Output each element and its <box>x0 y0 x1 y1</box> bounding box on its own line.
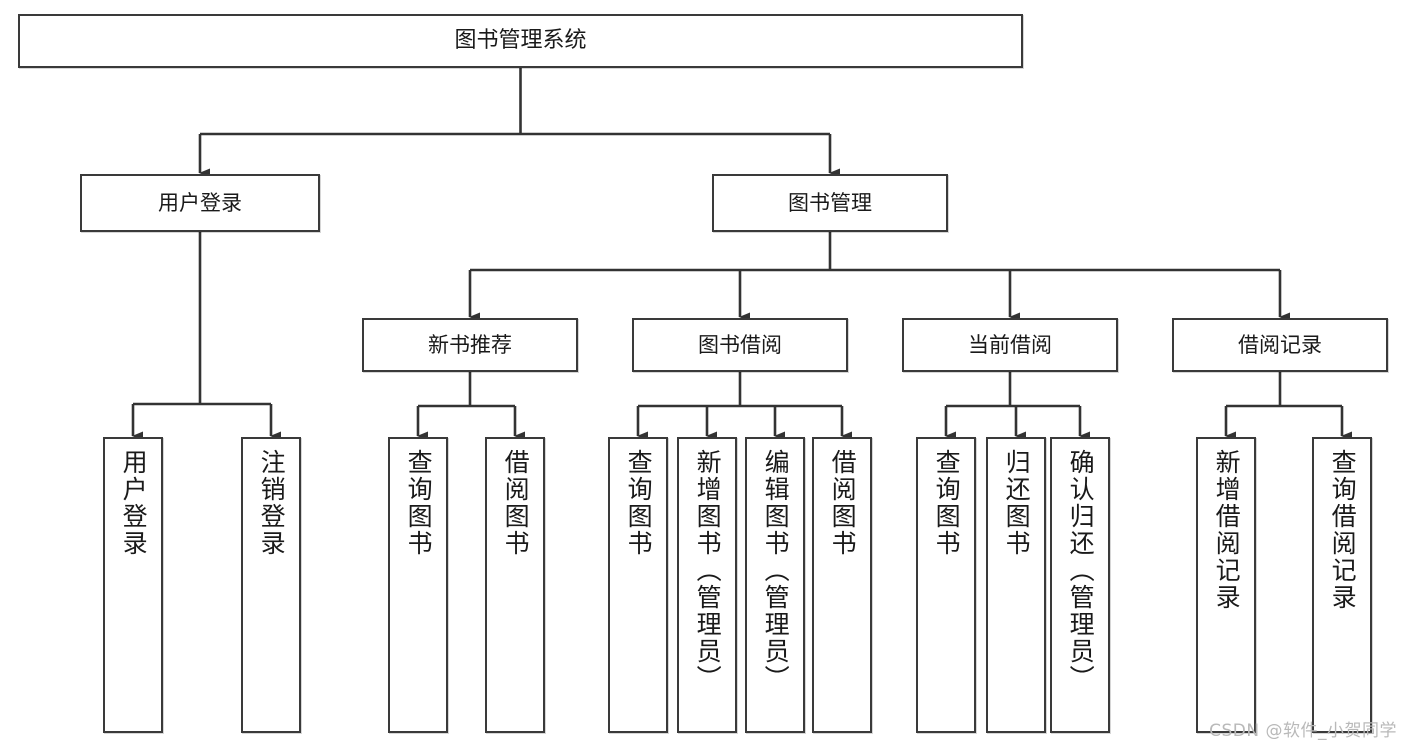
node-label: 查询图书 <box>932 449 962 557</box>
node-box-newbook[interactable]: 新书推荐 <box>362 318 578 372</box>
node-box-login[interactable]: 用户登录 <box>80 174 320 232</box>
node-label: 查询借阅记录 <box>1328 449 1358 611</box>
leaf-node-box[interactable]: 借阅图书 <box>485 437 545 733</box>
node-label: 新增图书（管理员） <box>693 449 723 692</box>
node-label: 确认归还（管理员） <box>1066 449 1096 692</box>
node-label: 借阅图书 <box>501 449 531 557</box>
leaf-node-box[interactable]: 确认归还（管理员） <box>1050 437 1110 733</box>
node-label: 用户登录 <box>119 449 149 557</box>
leaf-node-box[interactable]: 查询图书 <box>608 437 668 733</box>
leaf-node-box[interactable]: 用户登录 <box>103 437 163 733</box>
node-label: 查询图书 <box>404 449 434 557</box>
node-label: 借阅图书 <box>828 449 858 557</box>
node-label: 图书借阅 <box>698 332 782 357</box>
node-label: 用户登录 <box>158 190 242 215</box>
leaf-node-box[interactable]: 编辑图书（管理员） <box>745 437 805 733</box>
node-label: 当前借阅 <box>968 332 1052 357</box>
leaf-node-box[interactable]: 查询借阅记录 <box>1312 437 1372 733</box>
node-label: 注销登录 <box>257 449 287 557</box>
node-label: 新增借阅记录 <box>1212 449 1242 611</box>
node-label: 新书推荐 <box>428 332 512 357</box>
leaf-node-box[interactable]: 借阅图书 <box>812 437 872 733</box>
leaf-node-box[interactable]: 查询图书 <box>916 437 976 733</box>
node-label: 借阅记录 <box>1238 332 1322 357</box>
node-box-root[interactable]: 图书管理系统 <box>18 14 1023 68</box>
watermark-credit: CSDN @软件_小贺同学 <box>1209 721 1397 741</box>
node-box-bookmgmt[interactable]: 图书管理 <box>712 174 948 232</box>
node-label: 图书管理 <box>788 190 872 215</box>
node-box-borrow[interactable]: 图书借阅 <box>632 318 848 372</box>
node-label: 归还图书 <box>1002 449 1032 557</box>
leaf-node-box[interactable]: 新增图书（管理员） <box>677 437 737 733</box>
leaf-node-box[interactable]: 注销登录 <box>241 437 301 733</box>
leaf-node-box[interactable]: 查询图书 <box>388 437 448 733</box>
node-box-current[interactable]: 当前借阅 <box>902 318 1118 372</box>
node-box-records[interactable]: 借阅记录 <box>1172 318 1388 372</box>
leaf-node-box[interactable]: 新增借阅记录 <box>1196 437 1256 733</box>
node-label: 编辑图书（管理员） <box>761 449 791 692</box>
node-label: 查询图书 <box>624 449 654 557</box>
leaf-node-box[interactable]: 归还图书 <box>986 437 1046 733</box>
node-label: 图书管理系统 <box>454 28 587 54</box>
